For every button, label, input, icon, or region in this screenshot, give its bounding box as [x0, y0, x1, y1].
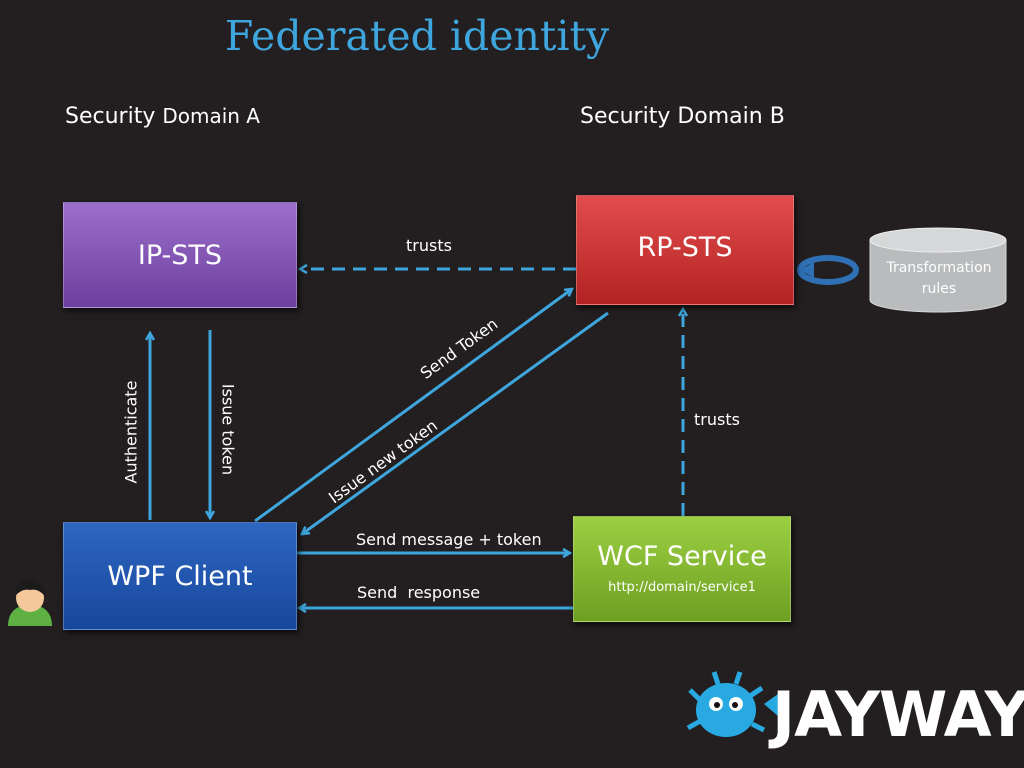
jayway-logo: JAYWAY — [772, 678, 1024, 751]
wpf-client-label: WPF Client — [107, 561, 253, 592]
page-title: Federated identity — [224, 12, 610, 60]
wcf-service-box: WCF Service http://domain/service1 — [573, 516, 791, 622]
send-token-arrow — [254, 289, 572, 523]
wcf-service-url: http://domain/service1 — [608, 580, 756, 595]
send-response-label: Send response — [357, 583, 481, 602]
user-avatar-icon — [8, 580, 52, 626]
ip-sts-label: IP-STS — [137, 240, 223, 271]
issue-new-token-arrow — [302, 311, 609, 534]
trusts-label-right: trusts — [694, 410, 740, 429]
loop-arrow-icon — [797, 255, 859, 285]
domain-a-prefix: Security — [65, 104, 156, 129]
rp-sts-box: RP-STS — [576, 195, 794, 305]
transformation-rules-database-icon — [869, 227, 1007, 313]
rp-sts-label: RP-STS — [637, 232, 733, 263]
issue-token-label: Issue token — [218, 383, 238, 476]
ip-sts-box: IP-STS — [63, 202, 297, 308]
security-domain-a-label: Security Domain A — [65, 104, 260, 129]
send-message-label: Send message + token — [356, 530, 542, 549]
authenticate-label: Authenticate — [121, 380, 141, 484]
jayway-mascot-icon — [686, 671, 778, 737]
transformation-rules-label: Transformation rules — [886, 260, 992, 297]
trusts-label-top: trusts — [406, 236, 452, 255]
wpf-client-box: WPF Client — [63, 522, 297, 630]
security-domain-b-label: Security Domain B — [580, 104, 785, 129]
domain-a-name: Domain A — [162, 104, 260, 128]
wcf-service-label: WCF Service — [597, 541, 767, 572]
